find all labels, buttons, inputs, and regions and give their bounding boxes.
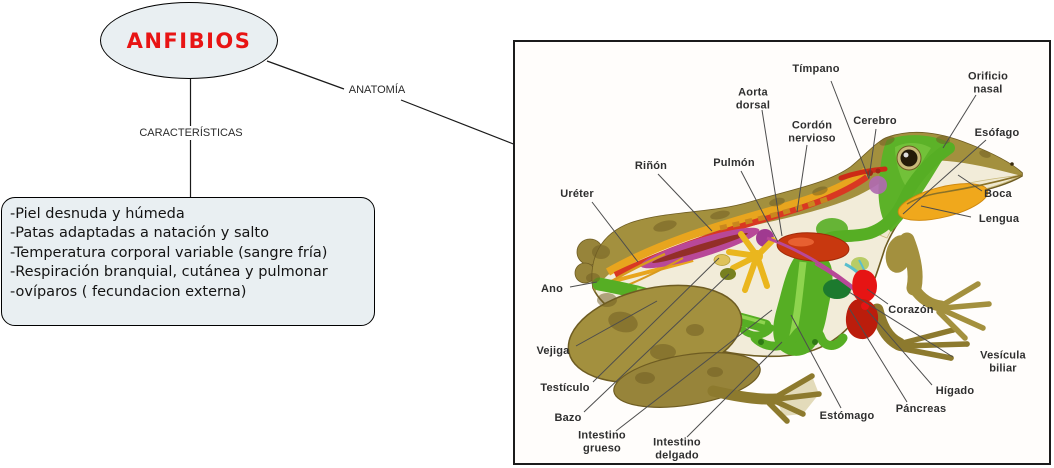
root-node-label: ANFIBIOS (126, 28, 252, 53)
edge-anatomia-line-1 (266, 60, 345, 90)
anatomy-label-boca: Boca (984, 187, 1012, 200)
leader-rinon (657, 173, 713, 232)
organ-lung (776, 232, 850, 262)
leader-intestino-delgado (686, 341, 783, 438)
anatomy-label-rinon: Riñón (634, 159, 668, 172)
leader-esofago (902, 139, 987, 215)
frog-eye (896, 145, 922, 171)
leader-vesicula-biliar (848, 291, 954, 358)
characteristic-item: -Piel desnuda y húmeda (10, 206, 185, 222)
leader-aorta-dorsal (761, 109, 783, 237)
anatomy-label-testiculo: Testículo (540, 381, 590, 394)
organ-tongue (897, 183, 989, 221)
anatomy-label-bazo: Bazo (554, 411, 582, 424)
characteristic-item: -ovíparos ( fecundacion externa) (10, 283, 247, 300)
anatomy-label-timpano: Tímpano (792, 62, 840, 75)
frog-skin-spots (586, 135, 991, 384)
frog-illustration (567, 80, 1023, 438)
organ-gallbladder (823, 279, 851, 299)
anatomy-label-esofago: Esófago (974, 126, 1020, 139)
leader-corazon (866, 288, 889, 305)
leader-ano (569, 281, 598, 288)
organ-testicle (713, 254, 731, 266)
leader-lengua (920, 205, 972, 218)
leader-intestino-grueso (615, 309, 773, 432)
leader-pulmon (740, 170, 779, 243)
root-node-anfibios: ANFIBIOS (100, 2, 278, 79)
anatomy-label-orificio-nasal: Orificio nasal (967, 70, 1009, 96)
characteristic-item: -Patas adaptadas a natación y salto (10, 225, 269, 242)
anatomy-label-ureter: Uréter (560, 187, 594, 200)
frog-back-skin (592, 132, 1022, 292)
leader-estomago (790, 314, 842, 409)
leader-cerebro (868, 128, 877, 179)
leader-boca (957, 174, 983, 192)
characteristic-item: -Respiración branquial, cutánea y pulmon… (10, 264, 328, 281)
anatomy-label-estomago: Estómago (819, 409, 875, 422)
anatomy-label-lengua: Lengua (978, 212, 1020, 225)
leader-ureter (591, 201, 639, 263)
frog-nostril (1010, 162, 1014, 166)
anatomy-label-aorta-dorsal: Aorta dorsal (735, 86, 771, 112)
anatomy-label-cerebro: Cerebro (853, 114, 897, 127)
frog-hind-leg (567, 284, 822, 424)
anatomy-label-vesicula-biliar: Vesícula biliar (980, 349, 1026, 375)
frog-anatomy-image: Tímpano Orificio nasal Aorta dorsal Cord… (513, 40, 1051, 465)
anatomy-label-pancreas: Páncreas (895, 402, 947, 415)
leader-testiculo (592, 257, 720, 383)
leader-vejiga (575, 300, 658, 347)
organ-brain-tympanum (838, 166, 888, 194)
anatomy-leader-lines (569, 80, 987, 438)
anatomy-label-intestino-grueso: Intestino grueso (578, 429, 626, 455)
leader-orificio-nasal (942, 94, 977, 149)
frog-front-arm (885, 232, 992, 341)
anatomy-label-corazon: Corazón (888, 303, 934, 316)
edge-label-anatomia: ANATOMÍA (345, 83, 409, 97)
leader-cordon-nervioso (796, 144, 808, 213)
anatomy-label-vejiga: Vejiga (536, 344, 570, 357)
organ-pale-blob (851, 257, 869, 271)
edge-anatomia-line-2 (400, 99, 517, 146)
leader-pancreas (848, 307, 908, 403)
organ-spleen (720, 268, 736, 280)
characteristics-box: -Piel desnuda y húmeda -Patas adaptadas … (1, 197, 375, 326)
anatomy-label-cordon-nervioso: Cordón nervioso (788, 119, 836, 145)
organ-fat-body (726, 231, 776, 293)
characteristic-item: -Temperatura corporal variable (sangre f… (10, 244, 328, 261)
leader-bazo (583, 273, 730, 413)
anatomy-label-ano: Ano (541, 282, 563, 295)
organ-heart-liver (845, 269, 879, 340)
anatomy-label-higado: Hígado (935, 384, 975, 397)
leader-timpano (830, 80, 870, 180)
frog-mouth-line (906, 174, 1023, 205)
leader-higado (866, 309, 933, 386)
edge-label-caracteristicas: CARACTERÍSTICAS (136, 126, 246, 140)
anatomy-label-pulmon: Pulmón (713, 156, 755, 169)
anatomy-label-intestino-delgado: Intestino delgado (653, 436, 701, 462)
